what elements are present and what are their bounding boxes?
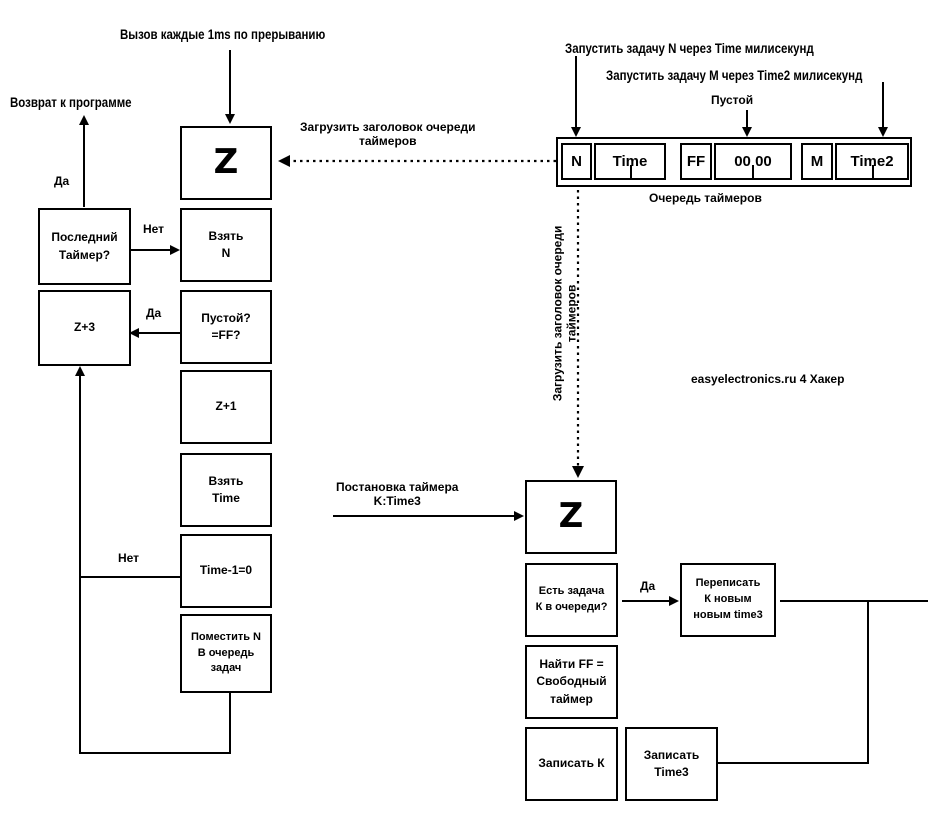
return-label: Возврат к программе [10, 94, 132, 110]
empty-label: Пустой [711, 93, 754, 107]
queue-cell-ff: FF [680, 143, 712, 180]
write-time3-out-line [718, 601, 869, 764]
empty-check-box: Пустой? =FF? [180, 290, 272, 364]
queue-caption: Очередь таймеров [649, 191, 762, 205]
put-n-box: Поместить N В очередь задач [180, 614, 272, 693]
has-task-box: Есть задача К в очереди? [525, 563, 618, 637]
watermark-text: easyelectronics.ru 4 Хакер [691, 372, 845, 386]
no-label-time: Нет [118, 551, 140, 565]
interrupt-label: Вызов каждые 1ms по прерыванию [120, 26, 326, 42]
set-timer-label: Постановка таймера K:Time3 [336, 480, 459, 509]
queue-cell-n: N [561, 143, 592, 180]
z-plus-1-box: Z+1 [180, 370, 272, 444]
start-m-label: Запустить задачу M через Time2 милисекун… [606, 67, 863, 83]
no-label-last: Нет [143, 222, 165, 236]
take-n-box: Взять N [180, 208, 272, 282]
yes-label-top: Да [54, 174, 70, 188]
dotted-arrowhead-down [572, 466, 584, 478]
find-ff-box: Найти FF = Свободный таймер [525, 645, 618, 719]
z-box-right: Z [525, 480, 617, 554]
yes-label-bottom: Да [640, 579, 656, 593]
write-k-box: Записать К [525, 727, 618, 801]
yes-label-empty: Да [146, 306, 162, 320]
z-plus-3-box: Z+3 [38, 290, 131, 366]
time-decrement-box: Time-1=0 [180, 534, 272, 608]
queue-cell-time: Time [594, 143, 666, 180]
queue-cell-m: M [801, 143, 833, 180]
take-time-box: Взять Time [180, 453, 272, 527]
load-header-label: Загрузить заголовок очереди таймеров [300, 120, 476, 149]
loop-arrow [75, 366, 231, 754]
last-timer-box: Последний Таймер? [38, 208, 131, 285]
z-box-left: Z [180, 126, 272, 200]
write-time3-box: Записать Time3 [625, 727, 718, 801]
queue-tick [872, 165, 874, 179]
start-n-label: Запустить задачу N через Time милисекунд [565, 40, 814, 56]
rewrite-box: Переписать К новым новым time3 [680, 563, 776, 637]
dotted-arrowhead-left [278, 155, 290, 167]
queue-tick [630, 165, 632, 179]
load-header-vertical-label: Загрузить заголовок очереди таймеров [550, 225, 579, 402]
queue-tick [752, 165, 754, 179]
